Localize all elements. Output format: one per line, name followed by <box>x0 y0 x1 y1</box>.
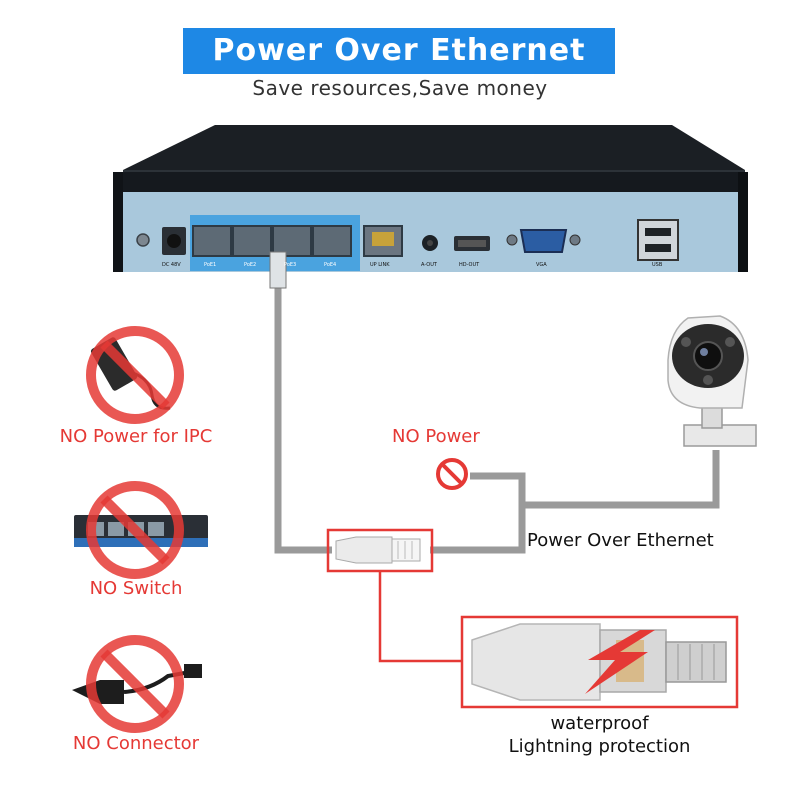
poe-port-2-icon <box>232 225 272 257</box>
prohibited-sign-icon <box>86 481 184 579</box>
rj45-plug-icon <box>269 251 287 289</box>
no-power-label: NO Power <box>392 426 480 447</box>
no-connector-group <box>72 635 202 733</box>
waterproof-connector-icon <box>335 536 421 564</box>
page-subtitle: Save resources,Save money <box>252 76 548 100</box>
waterproof-label: waterproof <box>550 713 649 734</box>
hdout-port-label: HD-OUT <box>459 262 480 268</box>
poe-splitter-icon <box>72 680 124 704</box>
cable-paths <box>269 251 720 554</box>
no-switch-group <box>74 481 208 579</box>
lightning-bolt-icon <box>585 630 655 694</box>
no-connector-label: NO Connector <box>72 733 200 754</box>
poe-label: Power Over Ethernet <box>527 530 714 551</box>
ip-camera-icon <box>667 315 757 447</box>
usb-ports-icon <box>637 219 679 261</box>
no-power-icon <box>436 458 468 490</box>
prohibited-sign-icon <box>86 635 184 733</box>
ground-screw-icon <box>136 233 150 247</box>
poe-port-3-icon <box>272 225 312 257</box>
uplink-port-label: UP LINK <box>370 262 390 268</box>
usb-port-label: USB <box>652 262 663 268</box>
connector-closeup-icon <box>471 623 727 701</box>
no-switch-label: NO Switch <box>89 578 183 599</box>
poe-port-1-label: PoE1 <box>204 262 217 268</box>
nvr-device <box>113 125 748 272</box>
poe-port-1-icon <box>192 225 232 257</box>
no-power-for-ipc-label: NO Power for IPC <box>59 426 213 447</box>
vga-port-label: VGA <box>536 262 547 268</box>
detail-link-line <box>378 571 462 663</box>
aout-port-label: A-OUT <box>421 262 437 268</box>
prohibited-sign-icon <box>86 326 184 424</box>
page-title-banner: Power Over Ethernet <box>183 28 615 74</box>
poe-port-2-label: PoE2 <box>244 262 257 268</box>
dc-port-label: DC 48V <box>162 262 181 268</box>
vga-port-icon <box>519 229 568 253</box>
poe-port-4-label: PoE4 <box>324 262 337 268</box>
poe-port-4-icon <box>312 225 352 257</box>
lightning-protection-label: Lightning protection <box>508 736 691 757</box>
no-power-adapter-group <box>86 326 184 424</box>
poe-port-3-label: PoE3 <box>284 262 297 268</box>
